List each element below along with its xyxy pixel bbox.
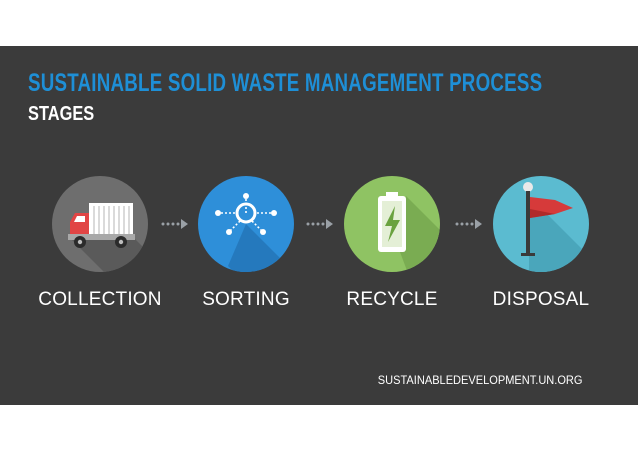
stage-collection: [52, 176, 148, 272]
flag-icon: [493, 176, 589, 272]
stage-disposal: [493, 176, 589, 272]
stage-label-disposal: DISPOSAL: [492, 289, 590, 310]
stage-label-collection: COLLECTION: [38, 289, 162, 310]
arrow-right-icon: [306, 219, 333, 229]
network-node-icon: [198, 176, 294, 272]
stage-label-sorting: SORTING: [202, 289, 290, 310]
arrow-right-icon: [161, 219, 188, 229]
page-subtitle: STAGES: [28, 103, 95, 125]
truck-icon: [52, 176, 148, 272]
stage-recycle: [344, 176, 440, 272]
battery-charging-icon: [344, 176, 440, 272]
stage-sorting: [198, 176, 294, 272]
footer-url: SUSTAINABLEDEVELOPMENT.UN.ORG: [377, 373, 582, 387]
page-title: SUSTAINABLE SOLID WASTE MANAGEMENT PROCE…: [28, 69, 543, 97]
stage-label-recycle: RECYCLE: [346, 289, 438, 310]
slide-panel: SUSTAINABLE SOLID WASTE MANAGEMENT PROCE…: [0, 46, 638, 405]
arrow-right-icon: [455, 219, 482, 229]
